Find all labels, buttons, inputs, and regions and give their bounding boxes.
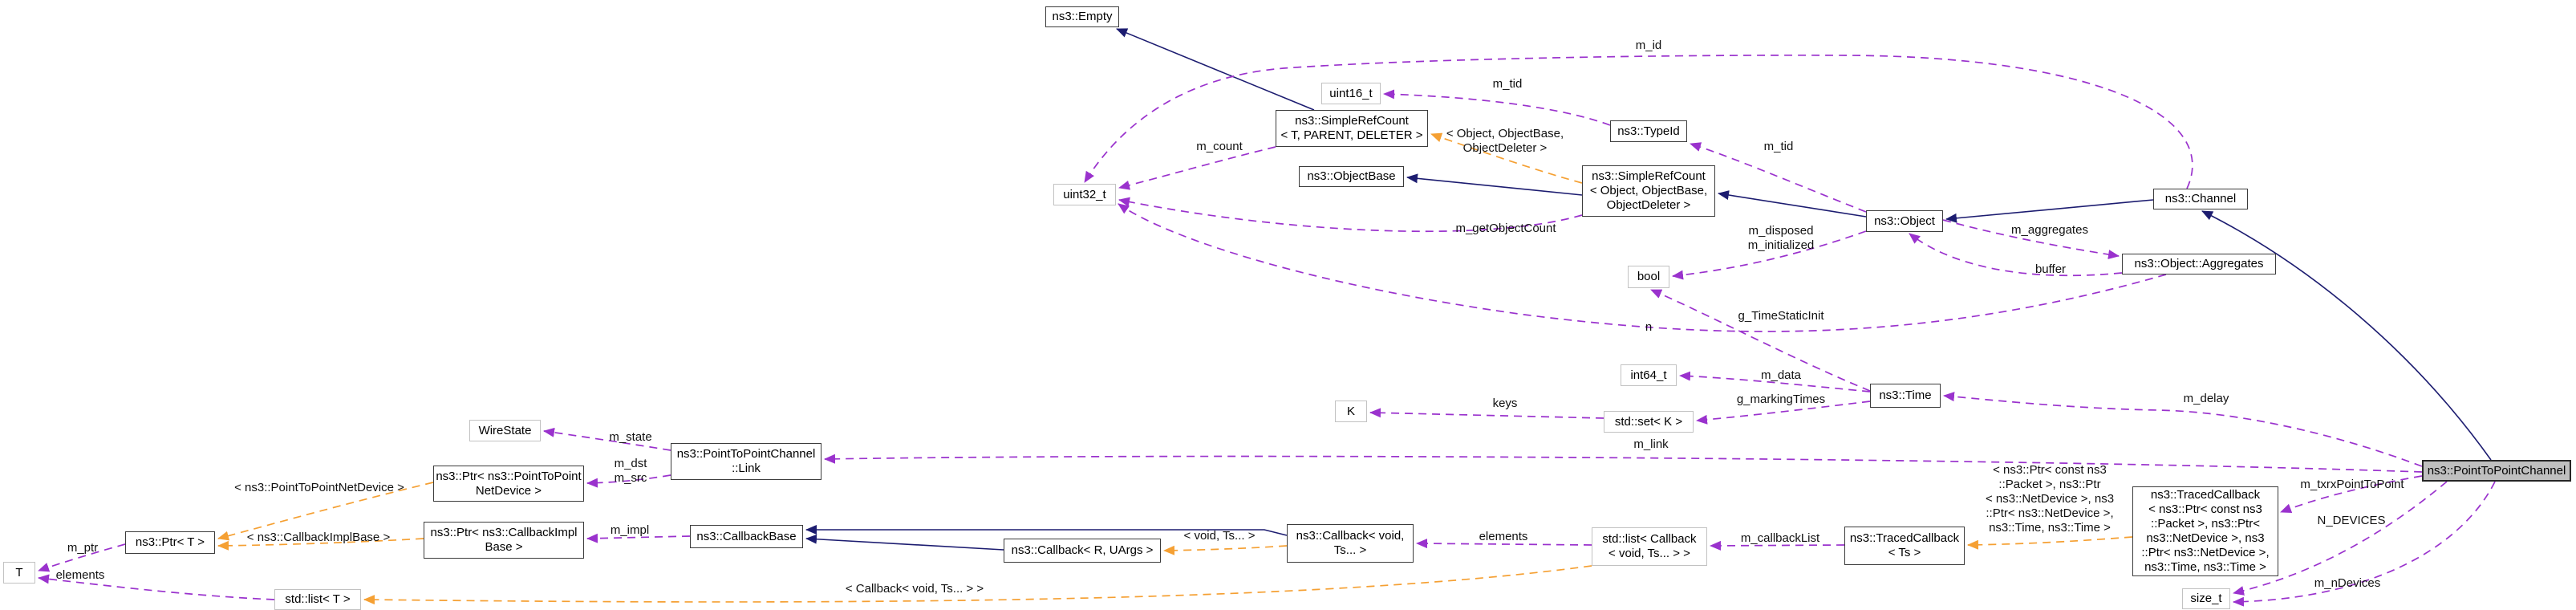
node-uint16[interactable]: uint16_t <box>1321 83 1381 104</box>
edge-label-tmpl_src: < Object, ObjectBase, ObjectDeleter > <box>1446 127 1564 155</box>
edge-aggregates-object-buffer <box>1909 233 2123 277</box>
edge-channel-object <box>1945 199 2154 223</box>
edge-object-typeid-m_tid <box>1690 142 1867 213</box>
edge-label-tmpl_listcb: < Callback< void, Ts... > > <box>845 582 984 596</box>
node-callbackr[interactable]: ns3::Callback< R, UArgs > <box>1004 539 1161 563</box>
edge-ptrcib-ptrt-< <box>217 538 424 551</box>
edge-tracedbig-tracedts-< <box>1967 536 2133 550</box>
node-ptrptp[interactable]: ns3::Ptr< ns3::PointToPoint NetDevice > <box>433 466 584 502</box>
node-srcObj[interactable]: ns3::SimpleRefCount < Object, ObjectBase… <box>1582 165 1715 217</box>
edge-tracedts-listcb-m_callbackList <box>1710 540 1845 551</box>
node-k[interactable]: K <box>1335 401 1367 422</box>
edge-object-bool-m_disposed <box>1672 230 1867 280</box>
edge-label-m_callbackList: m_callbackList <box>1740 531 1820 545</box>
node-uint32[interactable]: uint32_t <box>1053 184 1116 205</box>
edge-label-keys: keys <box>1492 396 1518 410</box>
edge-link-wirestate-m_state <box>543 427 671 451</box>
node-link[interactable]: ns3::PointToPointChannel ::Link <box>671 443 821 480</box>
node-typeid[interactable]: ns3::TypeId <box>1610 120 1687 142</box>
edge-link-ptrptp-m_dst <box>586 474 671 488</box>
node-setk[interactable]: std::set< K > <box>1604 411 1694 433</box>
edge-label-buffer: buffer <box>2034 262 2067 276</box>
node-sizet[interactable]: size_t <box>2182 588 2230 609</box>
node-bool[interactable]: bool <box>1628 266 1669 288</box>
edge-typeid-uint16-m_tid <box>1383 89 1611 126</box>
node-main: ns3::PointToPointChannel <box>2422 460 2571 482</box>
node-srcT[interactable]: ns3::SimpleRefCount < T, PARENT, DELETER… <box>1276 110 1428 147</box>
edge-srcObj-objectbase <box>1406 173 1583 196</box>
node-int64[interactable]: int64_t <box>1621 364 1677 386</box>
edge-label-m_txrxPointToPoint: m_txrxPointToPoint <box>2300 478 2404 491</box>
edge-label-m_ptr: m_ptr <box>67 541 99 555</box>
node-callbackbase[interactable]: ns3::CallbackBase <box>690 525 803 548</box>
edge-ptrt-t-m_ptr <box>38 543 126 572</box>
edge-main-time-m_delay <box>1943 392 2423 467</box>
node-ptrt[interactable]: ns3::Ptr< T > <box>125 531 215 554</box>
edge-label-tmpl_cib: < ns3::CallbackImplBase > <box>246 531 391 544</box>
edge-time-int64-m_data <box>1679 371 1871 392</box>
edge-label-m_tid: m_tid <box>1492 77 1523 91</box>
edge-label-m_aggregates: m_aggregates <box>2011 223 2088 237</box>
edge-label-g_TimeStaticInit: g_TimeStaticInit <box>1738 309 1824 323</box>
edge-label-N_DEVICES: N_DEVICES <box>2317 514 2386 527</box>
edge-label-m_nDevices: m_nDevices <box>2314 576 2381 590</box>
edge-label-tmpl_big: < ns3::Ptr< const ns3 ::Packet >, ns3::P… <box>1985 463 2115 535</box>
node-aggregates[interactable]: ns3::Object::Aggregates <box>2122 254 2276 274</box>
edge-listcb-callbackv-elements <box>1416 539 1592 549</box>
edge-main-link-m_link <box>824 453 2423 473</box>
edge-label-m_link: m_link <box>1633 437 1669 451</box>
edge-label-n: n <box>1645 320 1653 334</box>
node-objectbase[interactable]: ns3::ObjectBase <box>1299 166 1404 187</box>
edge-label-m_delay: m_delay <box>2183 392 2229 405</box>
edge-srcObj-uint32-m_getObjectCount <box>1118 197 1583 233</box>
edge-callbackv-callbackbase <box>805 525 1288 536</box>
edge-label-m_id: m_id <box>1635 39 1662 52</box>
edge-time-bool-g_TimeStaticInit <box>1650 289 1871 392</box>
edge-main-channel <box>2201 210 2492 461</box>
edge-label-g_markingTimes: g_markingTimes <box>1736 392 1826 406</box>
edge-channel-uint32-m_id <box>1084 54 2193 189</box>
edge-srcObj-srcT-< <box>1430 132 1583 184</box>
edge-label-m_state: m_state <box>609 430 652 444</box>
edge-label-m_getObjectCount: m_getObjectCount <box>1455 222 1556 235</box>
edge-time-setk-g_markingTimes <box>1696 401 1871 425</box>
edge-object-srcObj <box>1718 190 1867 218</box>
edge-aggregates-uint32-n <box>1118 203 2167 332</box>
node-callbackv[interactable]: ns3::Callback< void, Ts... > <box>1287 524 1414 563</box>
edge-label-elements2: elements <box>1479 530 1528 543</box>
edge-srcT-empty <box>1116 28 1315 111</box>
edge-label-m_dst_src: m_dst m_src <box>614 457 647 485</box>
edge-label-m_tid2: m_tid <box>1763 140 1794 153</box>
node-listcb[interactable]: std::list< Callback < void, Ts... > > <box>1592 527 1707 566</box>
edge-label-m_count: m_count <box>1196 140 1243 153</box>
edge-listt-t-elements <box>38 574 275 600</box>
edge-ptrptp-ptrt-< <box>217 482 434 541</box>
edge-label-m_impl: m_impl <box>610 523 650 537</box>
edge-label-tmpl_void: < void, Ts... > <box>1183 529 1256 543</box>
node-wirestate[interactable]: WireState <box>469 420 541 441</box>
node-empty[interactable]: ns3::Empty <box>1045 6 1119 27</box>
edge-main-sizet-N_DEVICES <box>2233 481 2448 596</box>
node-object[interactable]: ns3::Object <box>1866 210 1943 232</box>
edge-srcT-uint32-m_count <box>1118 146 1276 190</box>
edge-label-elements1: elements <box>55 568 105 582</box>
edge-setk-k-keys <box>1369 408 1604 419</box>
edge-main-tracedbig-m_txrxPointToPoint <box>2280 475 2423 513</box>
edge-label-m_disposed_init: m_disposed m_initialized <box>1747 224 1815 252</box>
edge-main-sizet-m_nDevices <box>2233 481 2496 607</box>
node-tracedts[interactable]: ns3::TracedCallback < Ts > <box>1844 527 1965 565</box>
node-time[interactable]: ns3::Time <box>1870 384 1941 408</box>
edge-label-tmpl_ptp: < ns3::PointToPointNetDevice > <box>234 481 404 494</box>
edge-callbackv-callbackr-< <box>1163 545 1288 555</box>
node-tracedbig[interactable]: ns3::TracedCallback < ns3::Ptr< const ns… <box>2132 486 2278 576</box>
edge-listcb-listt-< <box>363 565 1592 605</box>
node-ptrcib[interactable]: ns3::Ptr< ns3::CallbackImpl Base > <box>424 522 584 559</box>
edge-label-m_data: m_data <box>1760 368 1802 382</box>
edge-callbackbase-ptrcib-m_impl <box>586 533 691 543</box>
node-t[interactable]: T <box>3 562 35 584</box>
edge-callbackr-callbackbase <box>805 534 1004 551</box>
node-listt[interactable]: std::list< T > <box>274 589 361 610</box>
node-channel[interactable]: ns3::Channel <box>2153 189 2248 209</box>
